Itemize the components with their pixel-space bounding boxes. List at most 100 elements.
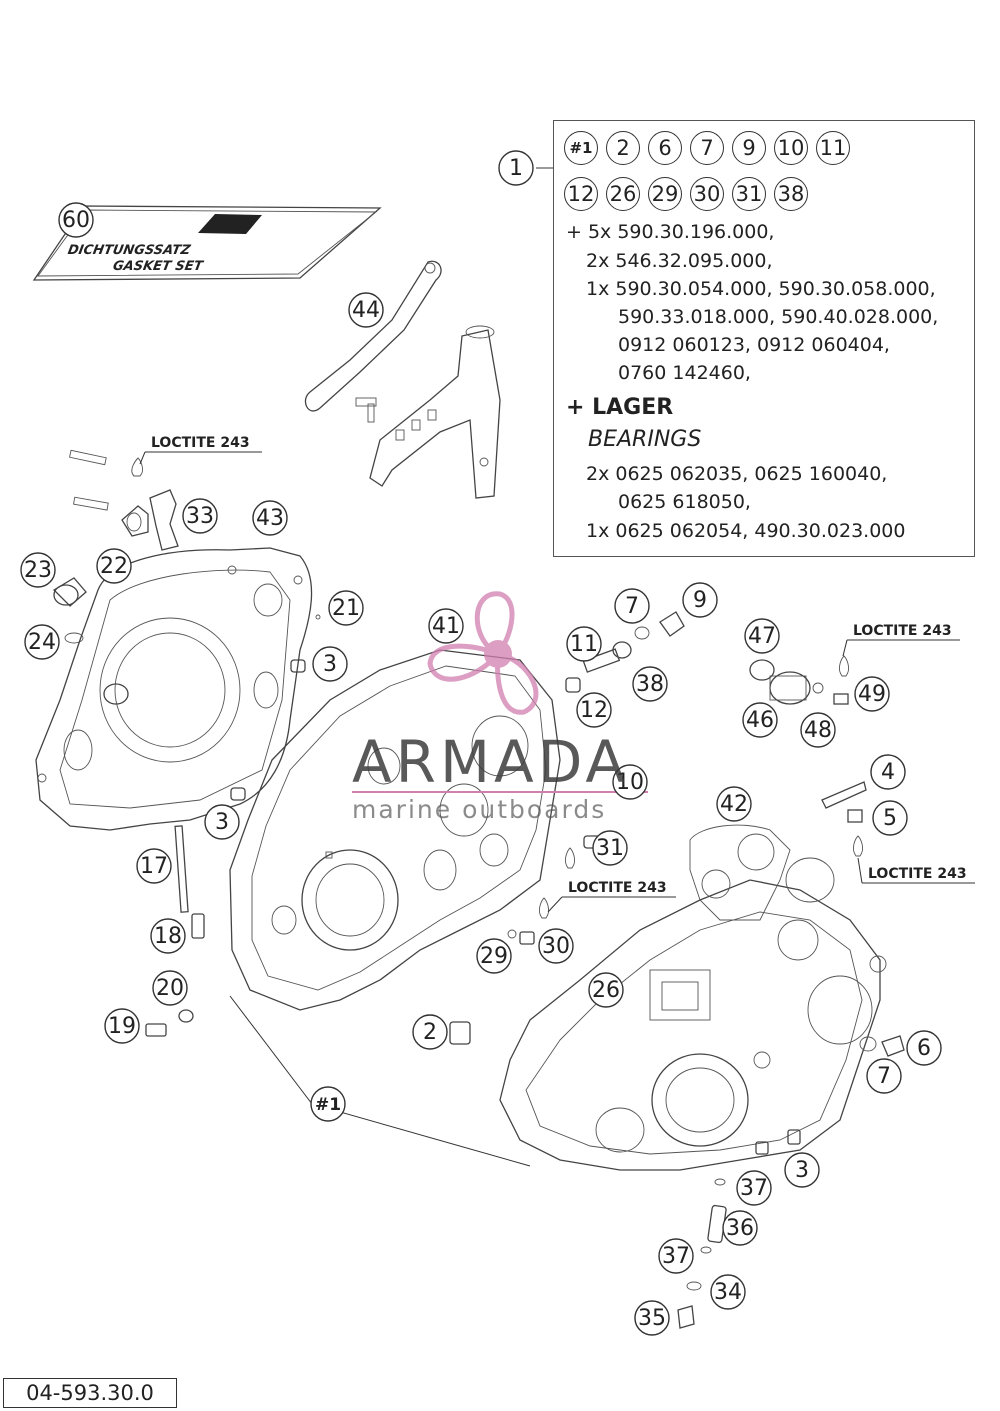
callout-number: #1 <box>315 1095 341 1115</box>
callout-circle <box>476 938 512 974</box>
callout-number: 1 <box>509 156 523 181</box>
callout-number: 37 <box>740 1176 768 1201</box>
callout-number: 3 <box>215 810 229 835</box>
callout-circle <box>744 618 780 654</box>
callout-60: 60 <box>58 202 94 238</box>
callout-circle <box>588 972 624 1008</box>
callout-circle <box>24 624 60 660</box>
spec-line: 0760 142460, <box>618 362 751 384</box>
spec-line: 590.33.018.000, 590.40.028.000, <box>618 306 939 328</box>
callout-number: 38 <box>636 672 664 697</box>
callout-33: 33 <box>182 498 218 534</box>
callout-circle <box>152 970 188 1006</box>
callout-circle <box>872 800 908 836</box>
bearing-line: 2x 0625 062035, 0625 160040, <box>586 463 888 485</box>
callout-circle <box>566 626 602 662</box>
callout-circle <box>538 928 574 964</box>
callout-37: 37 <box>736 1170 772 1206</box>
plug-parts <box>52 577 87 644</box>
included-part-29: 29 <box>648 177 682 211</box>
callout-number: 60 <box>62 208 90 233</box>
callout-circle <box>328 590 364 626</box>
bolts-group <box>69 449 179 551</box>
bracket-part <box>304 260 501 499</box>
callout-number: 20 <box>156 976 184 1001</box>
callout-number: 31 <box>596 836 624 861</box>
callout-circle <box>136 848 172 884</box>
callout-number: 3 <box>323 652 337 677</box>
callout-47: 47 <box>744 618 780 654</box>
spec-line: 1x 590.30.054.000, 590.30.058.000, <box>586 278 936 300</box>
callout-circle <box>252 500 288 536</box>
callout-21: 21 <box>328 590 364 626</box>
callout-23: 23 <box>20 552 56 588</box>
gasket-set-card: DICHTUNGSSATZ GASKET SET <box>32 205 382 281</box>
callout-19: 19 <box>104 1008 140 1044</box>
callout-circle <box>634 1300 670 1336</box>
callout-circle <box>150 918 186 954</box>
included-part-30: 30 <box>690 177 724 211</box>
spec-line: 2x 546.32.095.000, <box>586 250 773 272</box>
callout-18: 18 <box>150 918 186 954</box>
callout-42: 42 <box>716 786 752 822</box>
callout-circle <box>312 646 348 682</box>
callout-35: 35 <box>634 1300 670 1336</box>
callout-circle <box>612 764 648 800</box>
callout-circle <box>658 1238 694 1274</box>
callout-number: 24 <box>28 630 56 655</box>
callout-48: 48 <box>800 712 836 748</box>
callout-circle <box>614 588 650 624</box>
callout-number: 3 <box>795 1158 809 1183</box>
included-part-31: 31 <box>732 177 766 211</box>
callout-number: 43 <box>256 506 284 531</box>
callout-22: 22 <box>96 548 132 584</box>
callout-number: 36 <box>726 1216 754 1241</box>
callout-circle <box>576 692 612 728</box>
callout-30: 30 <box>538 928 574 964</box>
gasket-set-line2: GASKET SET <box>112 259 205 274</box>
lager-heading: + LAGER <box>566 395 674 420</box>
callout-number: 2 <box>423 1020 437 1045</box>
callout-3: 3 <box>204 804 240 840</box>
reference-code: 04-593.30.0 <box>3 1378 177 1408</box>
callout-46: 46 <box>742 702 778 738</box>
callout-17: 17 <box>136 848 172 884</box>
callout-number: 30 <box>542 934 570 959</box>
gasket-42 <box>689 824 791 921</box>
loctite-label: LOCTITE 243 <box>151 435 250 451</box>
spec-line: + 5x 590.30.196.000, <box>566 221 775 243</box>
loctite-labels: LOCTITE 243 LOCTITE 243 LOCTITE 243 LOCT… <box>139 435 975 913</box>
callout-circle <box>736 1170 772 1206</box>
propeller-logo <box>427 591 539 715</box>
callout-31: 31 <box>592 830 628 866</box>
callout-circle <box>58 202 94 238</box>
gasket-set-line1: DICHTUNGSSATZ <box>67 243 192 258</box>
callout-circle <box>710 1274 746 1310</box>
callout-circle <box>632 666 668 702</box>
callout-number: 44 <box>352 298 380 323</box>
callout-number: 23 <box>24 558 52 583</box>
callout-1: 1 <box>498 150 534 186</box>
callout-number: 33 <box>186 504 214 529</box>
callout-number: 46 <box>746 708 774 733</box>
callout-circle <box>742 702 778 738</box>
callout-circle <box>866 1058 902 1094</box>
included-part-10: 10 <box>774 131 808 165</box>
loctite-label: LOCTITE 243 <box>568 880 667 896</box>
callout-number: 42 <box>720 792 748 817</box>
callout-36: 36 <box>722 1210 758 1246</box>
callout-10: 10 <box>612 764 648 800</box>
callout-circle <box>204 804 240 840</box>
callout-26: 26 <box>588 972 624 1008</box>
callout-number: 41 <box>432 614 460 639</box>
callout-number: 47 <box>748 624 776 649</box>
callout-6: 6 <box>906 1030 942 1066</box>
callout-number: 17 <box>140 854 168 879</box>
included-part-12: 12 <box>564 177 598 211</box>
callout-37: 37 <box>658 1238 694 1274</box>
callout-2: 2 <box>412 1014 448 1050</box>
callout-44: 44 <box>348 292 384 328</box>
watermark-brand: ARMADA <box>352 728 630 796</box>
